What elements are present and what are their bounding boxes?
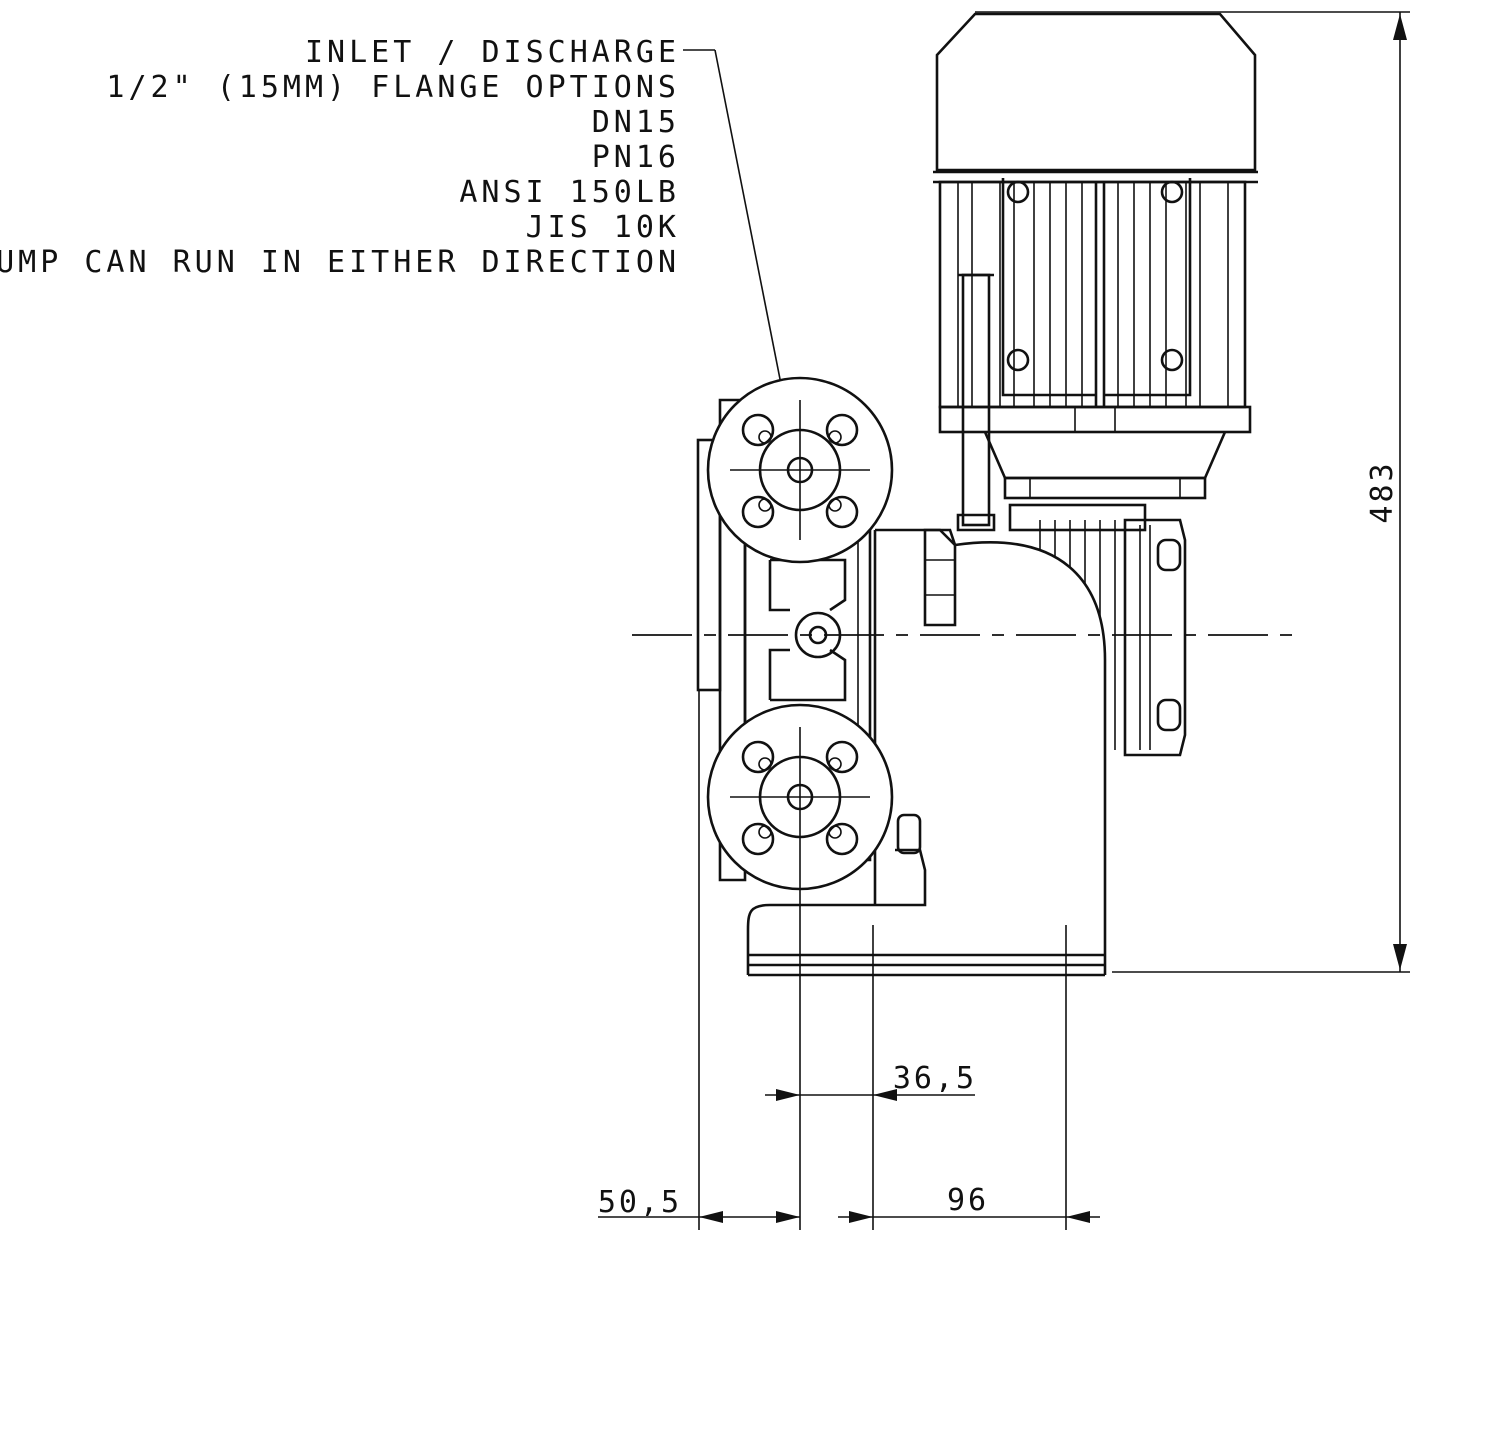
motor [933,12,1258,532]
pump-casting [746,528,1107,977]
note-flange-options: 1/2" (15MM) FLANGE OPTIONS [106,70,680,105]
dimension-flange-to-base-label: 36,5 [893,1061,977,1096]
note-inlet-discharge: INLET / DISCHARGE [305,35,680,70]
dimension-front-offset: 50,5 [598,1185,800,1223]
dimension-height-label: 483 [1365,460,1400,523]
note-jis: JIS 10K [526,210,680,245]
note-pn16: PN16 [592,140,680,175]
dimension-front-offset-label: 50,5 [598,1185,682,1220]
note-direction: PUMP CAN RUN IN EITHER DIRECTION [0,245,680,280]
upper-flange [706,376,894,564]
lower-flange [706,703,894,891]
flange-notes: INLET / DISCHARGE 1/2" (15MM) FLANGE OPT… [0,35,680,280]
note-dn15: DN15 [592,105,680,140]
extension-lines [698,690,1067,1230]
dimension-flange-to-base: 36,5 [765,1061,977,1101]
dimension-base-holes-label: 96 [947,1183,989,1218]
dimension-base-holes: 96 [838,1183,1100,1223]
note-ansi: ANSI 150LB [459,175,680,210]
dimension-height: 483 [975,11,1410,973]
